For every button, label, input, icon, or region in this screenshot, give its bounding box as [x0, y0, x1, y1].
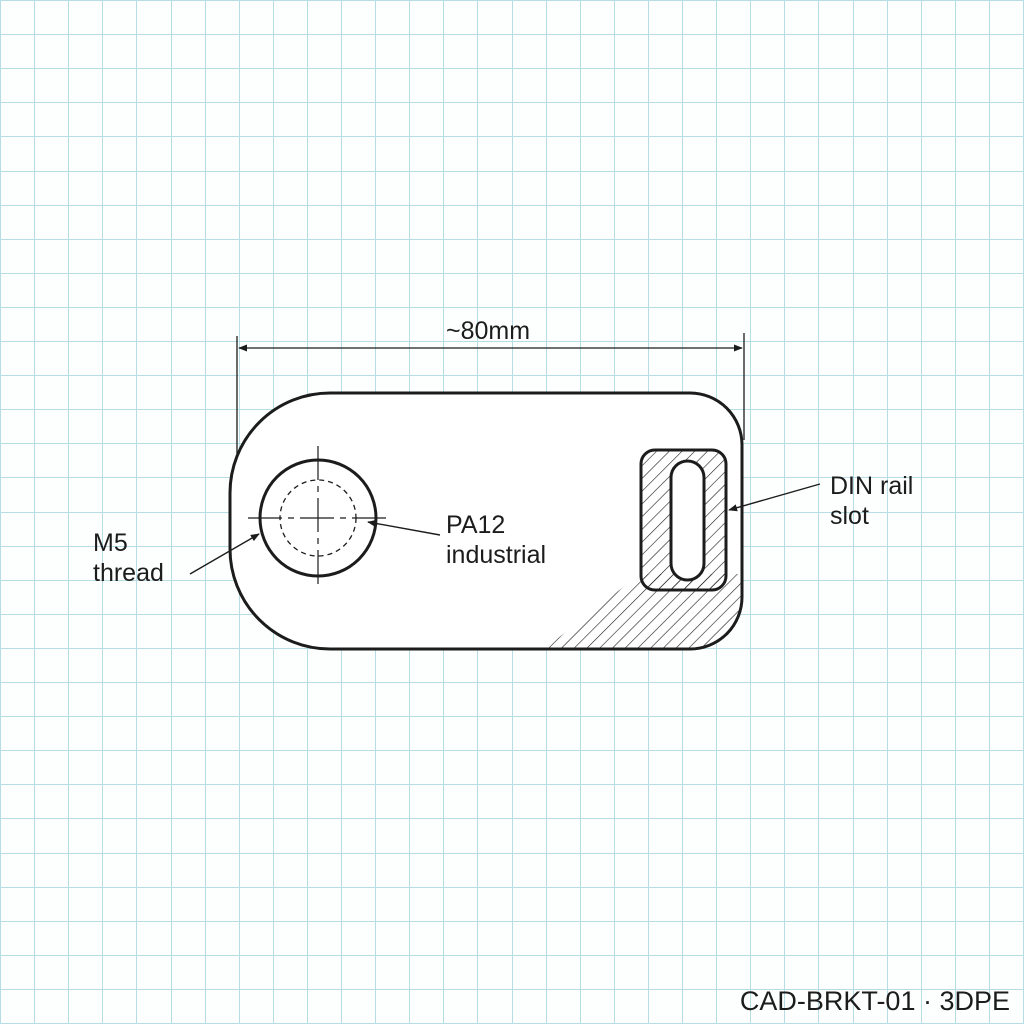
- bracket-outline: [228, 391, 744, 651]
- dimension-label: ~80mm: [446, 317, 531, 345]
- section-hatch: [544, 574, 742, 649]
- drawing-id: CAD-BRKT-01 · 3DPE: [739, 986, 1010, 1016]
- callout-slot: DIN rail slot: [830, 471, 913, 531]
- callout-slot-line-1: DIN rail: [830, 472, 914, 500]
- callout-thread: M5 thread: [93, 528, 164, 588]
- callout-thread-line-1: M5: [93, 529, 128, 557]
- callout-slot-line-2: slot: [830, 502, 869, 530]
- callout-material-line-1: PA12: [446, 511, 506, 539]
- leader-slot: [728, 483, 821, 512]
- callout-thread-line-2: thread: [93, 559, 164, 587]
- din-rail-slot: [669, 459, 706, 582]
- leader-material: [367, 519, 441, 536]
- leader-thread: [189, 533, 260, 575]
- callout-material-line-2: industrial: [446, 541, 547, 569]
- callout-material: PA12 industrial: [446, 510, 546, 570]
